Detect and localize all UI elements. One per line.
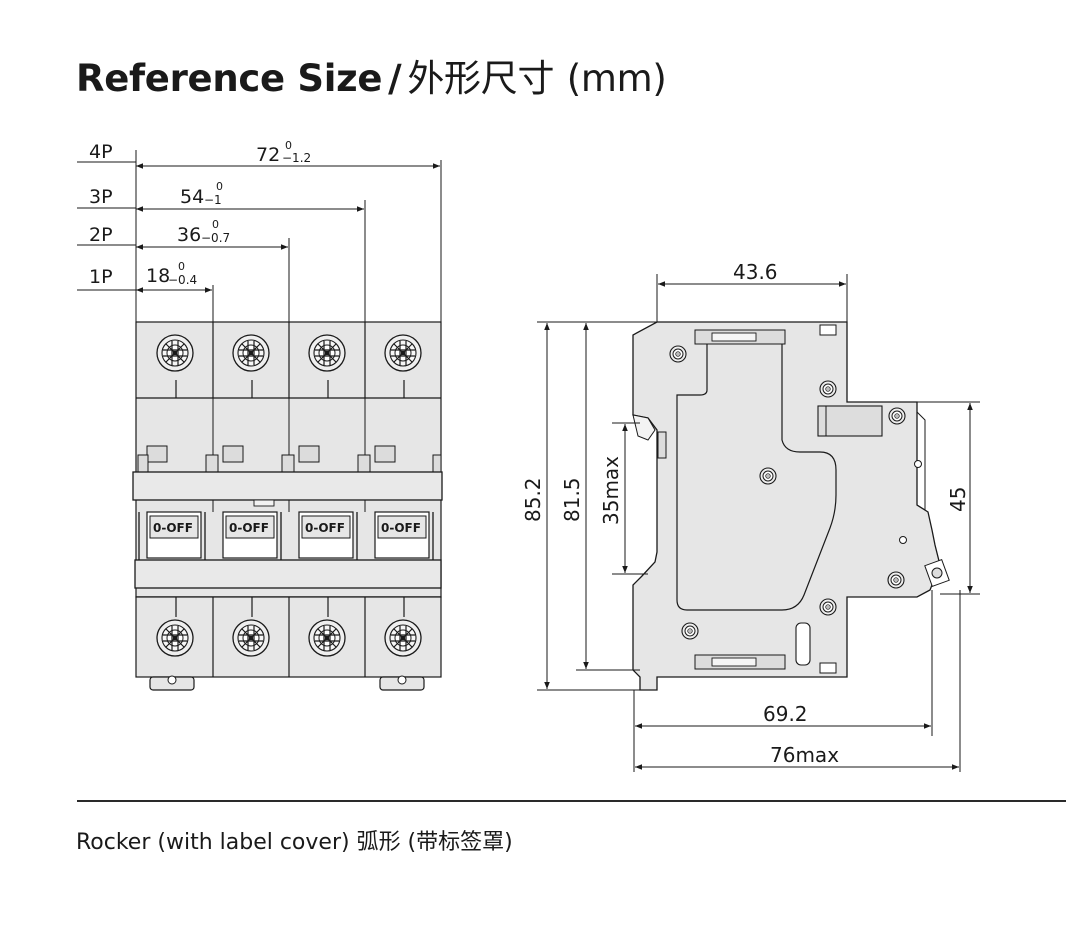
title-chinese: 外形尺寸 bbox=[407, 57, 555, 100]
pole-label-3p: 3P bbox=[89, 186, 113, 208]
front-view-breaker bbox=[132, 321, 443, 691]
title-separator: / bbox=[388, 57, 402, 100]
switch-label-4: 0-OFF bbox=[381, 521, 421, 535]
section-divider bbox=[77, 800, 1066, 802]
pole-label-2p: 2P bbox=[89, 224, 113, 246]
dim-height-total: 85.2 bbox=[521, 477, 545, 522]
dim-height-right: 45 bbox=[946, 487, 970, 512]
pole-label-4p: 4P bbox=[89, 141, 113, 163]
title-english: Reference Size bbox=[76, 57, 383, 100]
width-1p-tol-upper: 0 bbox=[178, 260, 185, 273]
width-1p-value: 18 bbox=[146, 265, 170, 287]
switch-labels: 0-OFF 0-OFF 0-OFF 0-OFF bbox=[153, 521, 421, 535]
switch-label-3: 0-OFF bbox=[305, 521, 345, 535]
title-unit: (mm) bbox=[566, 57, 667, 100]
dim-width-top: 43.6 bbox=[733, 260, 778, 284]
width-4p-tol-upper: 0 bbox=[285, 139, 292, 152]
dim-depth-mid: 69.2 bbox=[763, 702, 808, 726]
width-2p-tol-lower: −0.7 bbox=[201, 231, 230, 245]
width-4p-tol-lower: −1.2 bbox=[282, 151, 311, 165]
width-3p-tol-lower: −1 bbox=[204, 193, 222, 207]
width-4p-value: 72 bbox=[256, 144, 280, 166]
variant-caption: Rocker (with label cover) 弧形 (带标签罩) bbox=[76, 830, 513, 855]
width-3p-value: 54 bbox=[180, 186, 204, 208]
width-2p-tol-upper: 0 bbox=[212, 218, 219, 231]
page-title: Reference Size/外形尺寸 (mm) bbox=[76, 48, 667, 102]
pole-dimension-table bbox=[77, 150, 442, 322]
pole-label-1p: 1P bbox=[89, 266, 113, 288]
width-3p-tol-upper: 0 bbox=[216, 180, 223, 193]
pole-labels: 4P 3P 2P 1P 72 0 −1.2 54 0 −1 36 0 −0.7 … bbox=[89, 139, 311, 288]
width-2p-value: 36 bbox=[177, 224, 201, 246]
dim-height-handle: 35max bbox=[599, 456, 623, 525]
switch-label-1: 0-OFF bbox=[153, 521, 193, 535]
side-dimension-lines bbox=[537, 274, 980, 772]
switch-label-2: 0-OFF bbox=[229, 521, 269, 535]
side-view-breaker bbox=[632, 321, 950, 691]
dim-depth-total: 76max bbox=[770, 743, 839, 767]
width-1p-tol-lower: −0.4 bbox=[168, 273, 197, 287]
dim-height-inner: 81.5 bbox=[560, 477, 584, 522]
side-dimension-values: 43.6 85.2 81.5 35max 45 69.2 76max bbox=[521, 260, 970, 767]
